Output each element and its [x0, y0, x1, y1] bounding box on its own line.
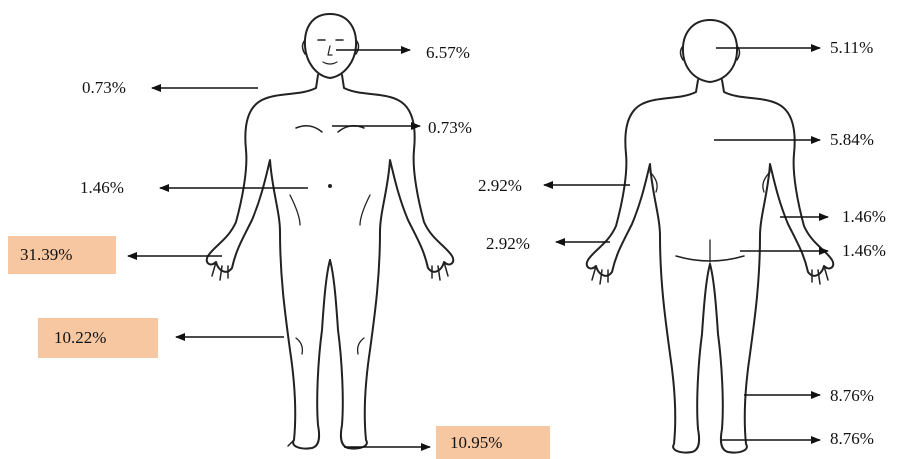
back-body-figure — [587, 20, 834, 453]
label-abdomen: 1.46% — [80, 178, 124, 198]
label-chest: 0.73% — [428, 118, 472, 138]
label-buttock: 1.46% — [842, 241, 886, 261]
label-head: 5.11% — [830, 38, 873, 58]
label-leg-highlighted: 10.22% — [38, 318, 158, 358]
label-wrist: 2.92% — [486, 234, 530, 254]
label-upper-back: 5.84% — [830, 130, 874, 150]
label-face: 6.57% — [426, 43, 470, 63]
front-body-figure — [207, 14, 454, 449]
front-arrows — [128, 50, 430, 447]
label-heel: 8.76% — [830, 429, 874, 449]
back-arrows — [544, 48, 828, 440]
label-elbow: 2.92% — [478, 176, 522, 196]
label-foot-highlighted: 10.95% — [436, 426, 550, 459]
label-shoulder: 0.73% — [82, 78, 126, 98]
label-hand-highlighted: 31.39% — [8, 236, 116, 274]
label-calf: 8.76% — [830, 386, 874, 406]
label-forearm: 1.46% — [842, 207, 886, 227]
